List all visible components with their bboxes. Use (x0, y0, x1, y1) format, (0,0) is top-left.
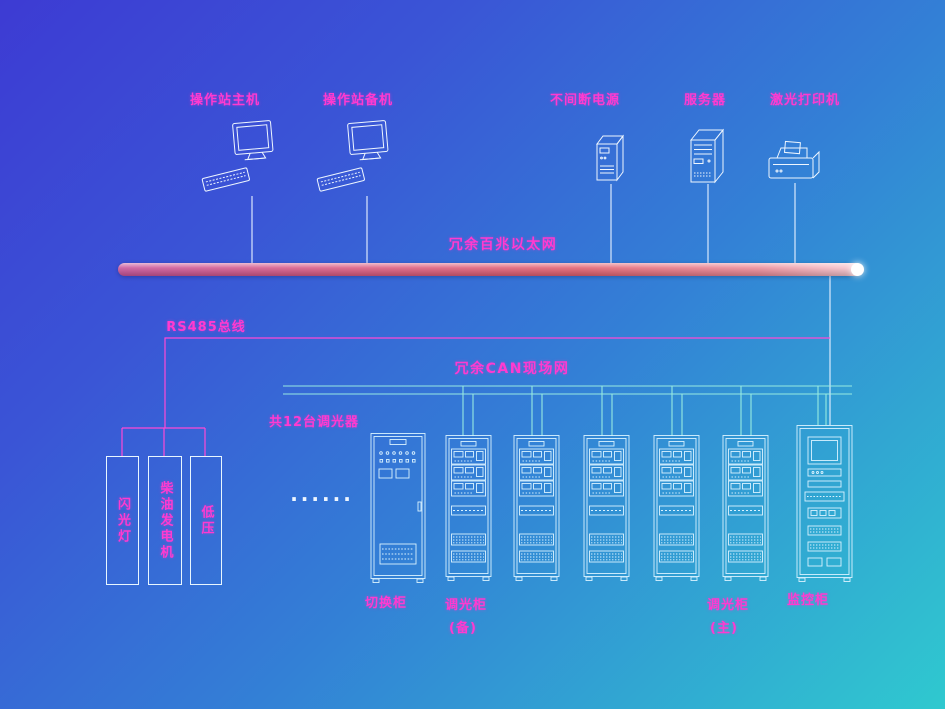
label-switch-cabinet: 切换柜 (364, 596, 408, 611)
printer-icon (768, 140, 820, 179)
ethernet-bus-end-cap (851, 263, 864, 276)
label-dimmer-cabinet-backup-sub: (备) (449, 621, 477, 636)
label-dimmer-cabinet-backup: 调光柜 (444, 598, 488, 613)
label-rs485-bus: RS485总线 (166, 320, 246, 335)
label-server: 服务器 (683, 93, 727, 108)
dimmer-cabinet-icon (445, 434, 492, 582)
can-bus-lines (283, 385, 852, 436)
left-box-low-voltage: 低压 (190, 456, 222, 585)
label-dimmer-cabinet-main-sub: (主) (710, 621, 738, 636)
switch-cabinet-icon (370, 433, 426, 583)
label-laser-printer: 激光打印机 (769, 93, 841, 108)
dimmer-cabinet-icon (513, 434, 560, 582)
label-workstation-main: 操作站主机 (189, 93, 261, 108)
workstation-backup-icon (316, 119, 390, 192)
left-box-flash-lamp-label: 闪光灯 (115, 496, 130, 545)
label-can-network: 冗余CAN现场网 (454, 361, 570, 377)
ellipsis-dots: ······ (290, 487, 354, 511)
label-workstation-backup: 操作站备机 (322, 93, 394, 108)
left-box-diesel-generator-label: 柴油发电机 (157, 480, 173, 561)
ethernet-drop-lines (251, 183, 831, 425)
workstation-main-icon (201, 119, 275, 192)
rs485-lines (121, 337, 830, 457)
left-box-diesel-generator: 柴油发电机 (148, 456, 182, 585)
ethernet-bus (118, 263, 864, 276)
monitoring-cabinet-icon (796, 425, 853, 582)
server-icon (690, 129, 724, 183)
label-dimmer-cabinet-main: 调光柜 (706, 598, 750, 613)
label-ethernet-bus: 冗余百兆以太网 (448, 237, 558, 253)
dimmer-cabinet-icon (722, 434, 769, 582)
dimmer-cabinet-icon (583, 434, 630, 582)
dimmer-cabinet-icon (653, 434, 700, 582)
ups-icon (596, 135, 624, 181)
label-monitoring-cabinet: 监控柜 (786, 593, 830, 608)
label-dimmer-count: 共12台调光器 (268, 415, 360, 430)
left-box-flash-lamp: 闪光灯 (106, 456, 139, 585)
left-box-low-voltage-label: 低压 (198, 504, 214, 537)
label-ups: 不间断电源 (549, 93, 621, 108)
